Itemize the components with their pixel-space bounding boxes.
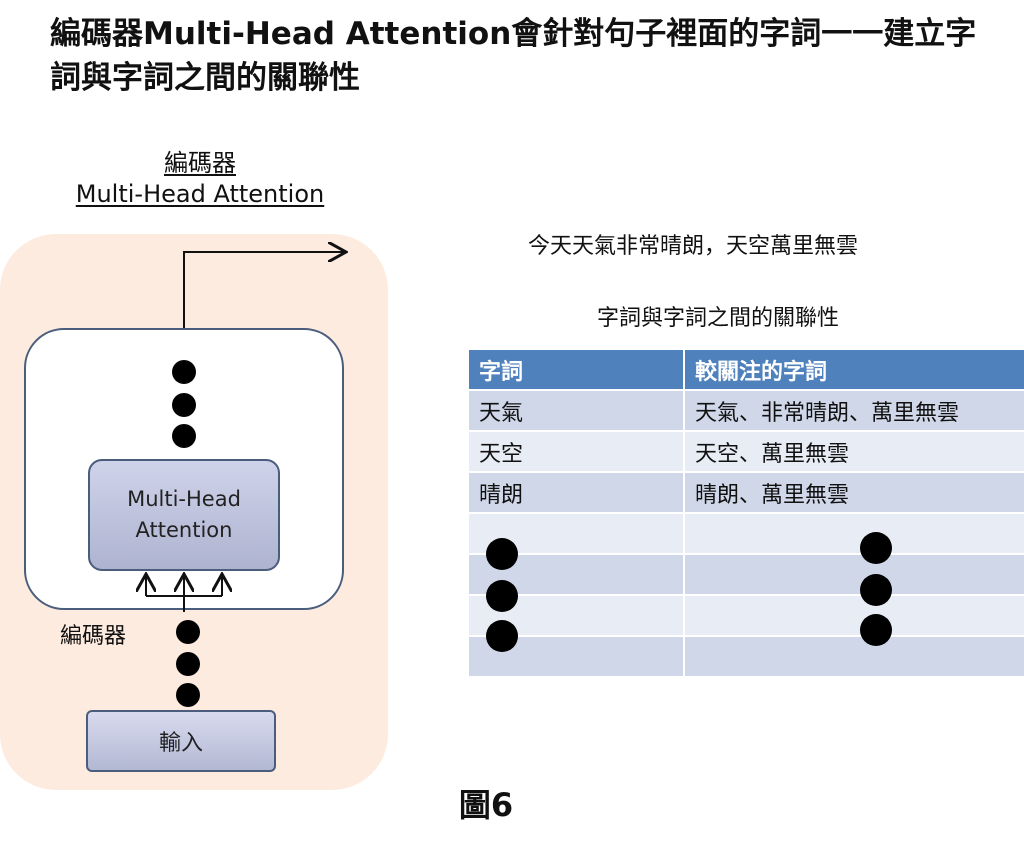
- cell-word: 天空: [469, 432, 685, 473]
- input-box: 輸入: [86, 710, 276, 772]
- mha-label-line2: Attention: [135, 518, 233, 542]
- cell-attended: [685, 514, 1024, 555]
- diagram-heading: 編碼器 Multi-Head Attention: [40, 148, 360, 210]
- figure-caption: 圖6: [458, 786, 514, 824]
- ellipsis-dot: [176, 620, 200, 644]
- output-arrow: [183, 252, 344, 328]
- cell-attended: 晴朗、萬里無雲: [685, 473, 1024, 514]
- table-row: 天氣 天氣、非常晴朗、萬里無雲: [469, 391, 1024, 432]
- table-ellipsis-dot: [860, 532, 892, 564]
- multi-head-attention-box: Multi-Head Attention: [88, 459, 280, 571]
- cell-word: 天氣: [469, 391, 685, 432]
- table-ellipsis-dot: [860, 614, 892, 646]
- cell-attended: [685, 596, 1024, 637]
- cell-attended: [685, 637, 1024, 678]
- table-row: [469, 637, 1024, 678]
- table-row: [469, 555, 1024, 596]
- diagram-heading-line2: Multi-Head Attention: [75, 180, 325, 208]
- table-title: 字詞與字詞之間的關聯性: [597, 306, 840, 331]
- table-row: [469, 596, 1024, 637]
- encoder-label: 編碼器: [60, 624, 127, 649]
- header-attended-words: 較關注的字詞: [685, 350, 1024, 391]
- header-word: 字詞: [469, 350, 685, 391]
- cell-word: 晴朗: [469, 473, 685, 514]
- table-ellipsis-dot: [486, 538, 518, 570]
- cell-attended: 天空、萬里無雲: [685, 432, 1024, 473]
- table-ellipsis-dot: [486, 620, 518, 652]
- table-ellipsis-dot: [486, 580, 518, 612]
- table-row: 晴朗 晴朗、萬里無雲: [469, 473, 1024, 514]
- ellipsis-dot: [176, 683, 200, 707]
- table-row: [469, 514, 1024, 555]
- cell-attended: 天氣、非常晴朗、萬里無雲: [685, 391, 1024, 432]
- table-row: 天空 天空、萬里無雲: [469, 432, 1024, 473]
- ellipsis-dot: [172, 424, 196, 448]
- ellipsis-dot: [172, 393, 196, 417]
- page-title: 編碼器Multi-Head Attention會針對句子裡面的字詞一一建立字詞與…: [50, 16, 977, 96]
- ellipsis-dot: [172, 360, 196, 384]
- mha-label-line1: Multi-Head: [127, 487, 241, 511]
- table-ellipsis-dot: [860, 574, 892, 606]
- diagram-heading-line1: 編碼器: [164, 149, 236, 177]
- ellipsis-dot: [176, 652, 200, 676]
- relation-table: 字詞 較關注的字詞 天氣 天氣、非常晴朗、萬里無雲 天空 天空、萬里無雲 晴朗 …: [469, 350, 1024, 678]
- cell-attended: [685, 555, 1024, 596]
- example-sentence: 今天天氣非常晴朗，天空萬里無雲: [528, 234, 859, 259]
- diagram-arrows: [0, 0, 400, 612]
